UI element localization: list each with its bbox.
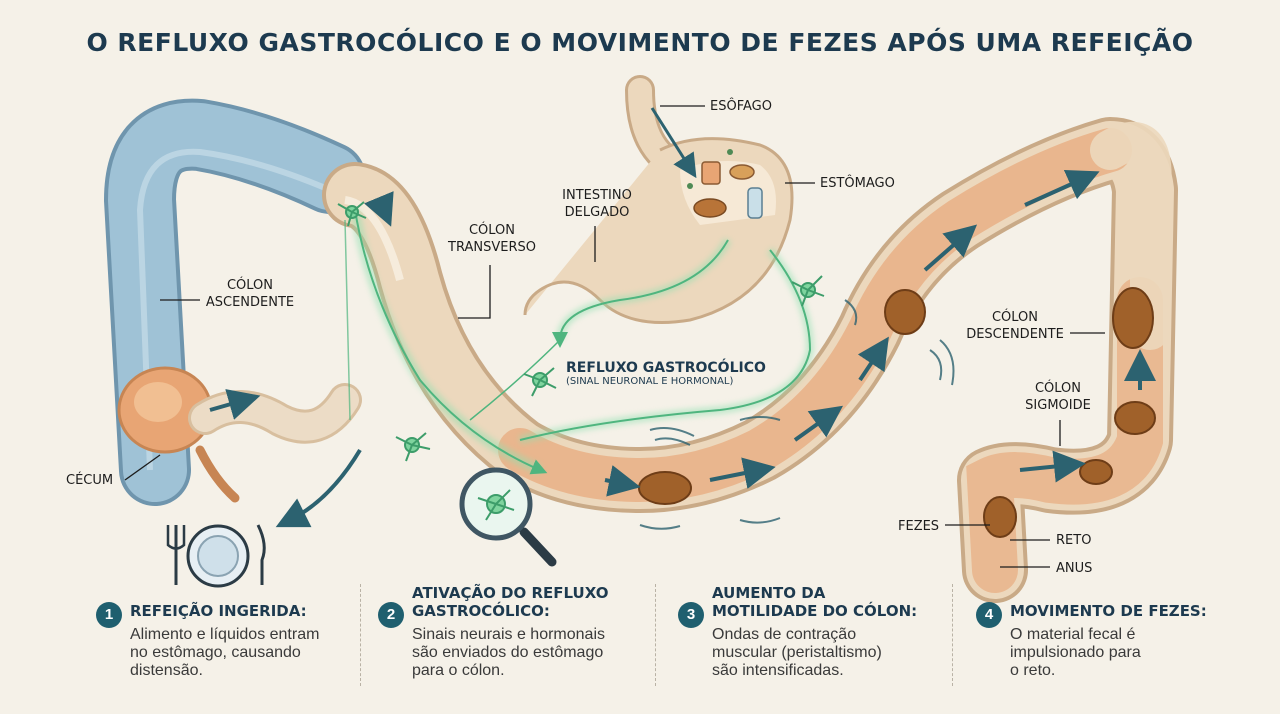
step-number-badge: 1 — [96, 602, 122, 628]
step-body-line: são enviados do estômago — [412, 644, 604, 661]
step-body-line: o reto. — [1010, 662, 1056, 679]
signal-title: REFLUXO GASTROCÓLICO — [566, 360, 766, 376]
gastrocolic-signal-pathways — [344, 209, 815, 475]
step-body-line: impulsionado para — [1010, 644, 1141, 661]
ascending-colon — [103, 98, 366, 506]
step-heading: AUMENTO DA — [712, 584, 826, 602]
label-anus: ANUS — [1056, 561, 1093, 576]
step-number-badge: 3 — [678, 602, 704, 628]
step-heading: REFEIÇÃO INGERIDA: — [130, 602, 307, 620]
stomach-food-icon — [687, 149, 763, 219]
cecum — [117, 366, 240, 503]
step-body-line: no estômago, causando — [130, 644, 301, 661]
transverse-colon — [322, 117, 1178, 603]
step-body-line: O material fecal é — [1010, 626, 1136, 643]
step-body-line: Ondas de contração — [712, 626, 857, 643]
step-body-line: são intensificadas. — [712, 662, 844, 679]
step-body-line: Sinais neurais e hormonais — [412, 626, 605, 643]
label-estomago: ESTÔMAGO — [820, 176, 895, 191]
step-body-line: distensão. — [130, 662, 203, 679]
signal-subtitle: (SINAL NEURONAL E HORMONAL) — [566, 376, 734, 387]
step-body-line: Alimento e líquidos entram — [130, 626, 320, 643]
label-leader-lines — [124, 105, 1105, 568]
step-divider — [360, 584, 361, 686]
label-esofago: ESÔFAGO — [710, 99, 772, 114]
step-divider — [952, 584, 953, 686]
step-number-badge: 2 — [378, 602, 404, 628]
arrow-icon — [209, 107, 1156, 528]
label-fezes: FEZES — [898, 519, 940, 534]
step-divider — [655, 584, 656, 686]
plate-cutlery-icon — [166, 524, 266, 588]
step-body-line: para o cólon. — [412, 662, 505, 679]
step-heading: MOTILIDADE DO CÓLON: — [712, 602, 918, 620]
step-number-badge: 4 — [976, 602, 1002, 628]
neuron-icon — [337, 201, 825, 462]
step-heading: MOVIMENTO DE FEZES: — [1010, 602, 1207, 620]
step-heading: ATIVAÇÃO DO REFLUXO — [412, 584, 609, 602]
signal-label: REFLUXO GASTROCÓLICO (SINAL NEURONAL E H… — [566, 360, 766, 387]
magnifier-neuron-icon — [459, 467, 557, 567]
step-body-line: muscular (peristaltismo) — [712, 644, 882, 661]
label-reto: RETO — [1056, 533, 1092, 548]
motion-lines — [639, 299, 955, 530]
step-heading: GASTROCÓLICO: — [412, 602, 550, 620]
label-cecum: CÉCUM — [66, 473, 114, 488]
page-title: O REFLUXO GASTROCÓLICO E O MOVIMENTO DE … — [86, 28, 1194, 57]
stool-icon — [638, 287, 1156, 538]
